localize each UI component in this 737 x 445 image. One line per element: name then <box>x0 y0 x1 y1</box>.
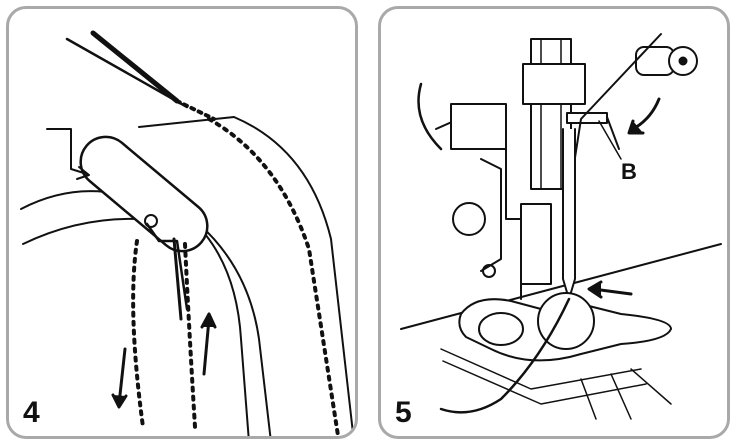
arrow-left-icon <box>587 280 633 299</box>
step-number: 5 <box>395 396 412 429</box>
curved-arrow-icon <box>627 97 661 135</box>
step-4-illustration <box>20 30 355 436</box>
needle-clamp-screw <box>635 46 698 76</box>
step-5-panel: B 5 <box>378 6 730 439</box>
step-5-illustration <box>400 33 722 420</box>
needle <box>562 128 576 300</box>
take-up-lever <box>79 135 209 253</box>
arrow-up-icon <box>200 312 217 376</box>
step-number: 4 <box>23 396 40 429</box>
arrow-down-icon <box>111 347 128 409</box>
callout-b-label: B <box>621 159 637 184</box>
presser-foot <box>458 292 672 362</box>
step-4-panel: 4 <box>6 6 358 439</box>
